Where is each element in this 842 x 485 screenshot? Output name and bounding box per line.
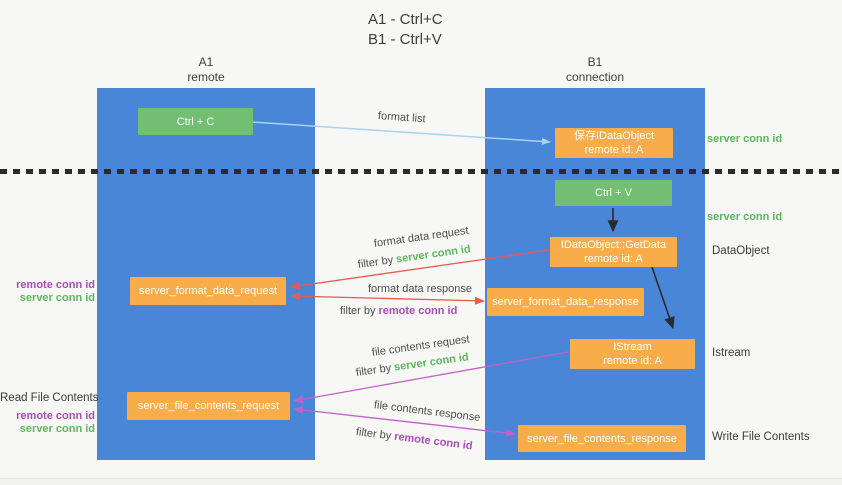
lane-a-id: A1 bbox=[198, 55, 214, 69]
filter-key-remote-conn-id: remote conn id bbox=[393, 430, 474, 453]
filter-key-remote-conn-id: remote conn id bbox=[378, 305, 458, 317]
node-ctrl-c-label: Ctrl + C bbox=[176, 115, 215, 128]
flow-label-format-data-response: format data response bbox=[368, 283, 472, 295]
filter-by-text: filter by bbox=[340, 305, 376, 317]
flow-label-format-list: format list bbox=[377, 110, 426, 126]
node-save-idataobject-line1: 保存IDataObject bbox=[573, 130, 655, 142]
label-dataobject: DataObject bbox=[712, 245, 770, 257]
diagram-title: A1 - Ctrl+C B1 - Ctrl+V bbox=[368, 10, 443, 50]
filter-by-text: filter by bbox=[355, 362, 392, 379]
node-save-idataobject-line2: remote id: A bbox=[584, 144, 644, 156]
filter-by-text: filter by bbox=[355, 426, 392, 443]
node-ctrl-c: Ctrl + C bbox=[138, 108, 253, 135]
lane-b-id: B1 bbox=[587, 55, 603, 69]
label-istream: Istream bbox=[712, 347, 751, 359]
title-line-2: B1 - Ctrl+V bbox=[368, 31, 442, 48]
filter-key-server-conn-id: server conn id bbox=[395, 243, 472, 266]
label-remote-conn-id-file: remote conn id bbox=[16, 410, 95, 422]
label-read-file-contents: Read File Contents bbox=[0, 392, 99, 404]
lane-b-header: B1 connection bbox=[485, 55, 705, 85]
node-server-file-contents-request: server_file_contents_request bbox=[127, 392, 290, 420]
node-server-file-contents-response-label: server_file_contents_response bbox=[527, 432, 677, 445]
node-istream-line1: IStream bbox=[613, 341, 652, 353]
node-server-format-data-response: server_format_data_response bbox=[487, 288, 644, 316]
label-server-conn-id-format: server conn id bbox=[19, 292, 95, 304]
machine-separator-dotted-line bbox=[0, 169, 842, 174]
node-save-idataobject: 保存IDataObject remote id: A bbox=[555, 128, 673, 158]
bottom-edge-strip bbox=[0, 478, 842, 485]
node-server-format-data-request: server_format_data_request bbox=[130, 277, 286, 305]
node-server-format-data-request-label: server_format_data_request bbox=[138, 285, 278, 297]
lane-a-name: remote bbox=[187, 70, 225, 84]
label-write-file-contents: Write File Contents bbox=[712, 431, 810, 443]
filter-key-server-conn-id: server conn id bbox=[393, 351, 470, 374]
node-ctrl-v-label: Ctrl + V bbox=[595, 187, 632, 199]
format-data-response-arrow bbox=[290, 292, 485, 305]
title-line-1: A1 - Ctrl+C bbox=[368, 11, 443, 28]
node-idataobject-getdata: IDataObject::GetData remote id: A bbox=[550, 237, 677, 267]
node-idataobject-getdata-line1: IDataObject::GetData bbox=[560, 239, 667, 251]
label-server-conn-id-file: server conn id bbox=[19, 423, 95, 435]
flow-label-file-contents-response: file contents response bbox=[373, 399, 481, 424]
node-idataobject-getdata-line2: remote id: A bbox=[584, 253, 643, 265]
node-istream: IStream remote id: A bbox=[570, 339, 695, 369]
lane-b-name: connection bbox=[565, 70, 625, 84]
node-ctrl-v: Ctrl + V bbox=[555, 180, 672, 206]
node-server-format-data-response-label: server_format_data_response bbox=[492, 296, 639, 308]
node-server-file-contents-response: server_file_contents_response bbox=[518, 425, 686, 452]
label-server-conn-id-mid: server conn id bbox=[707, 211, 783, 223]
label-remote-conn-id-format: remote conn id bbox=[16, 279, 95, 291]
node-istream-line2: remote id: A bbox=[603, 355, 662, 367]
filter-by-text: filter by bbox=[357, 254, 394, 271]
label-server-conn-id-top: server conn id bbox=[707, 133, 783, 145]
lane-a-header: A1 remote bbox=[97, 55, 315, 85]
node-server-file-contents-request-label: server_file_contents_request bbox=[137, 400, 280, 412]
